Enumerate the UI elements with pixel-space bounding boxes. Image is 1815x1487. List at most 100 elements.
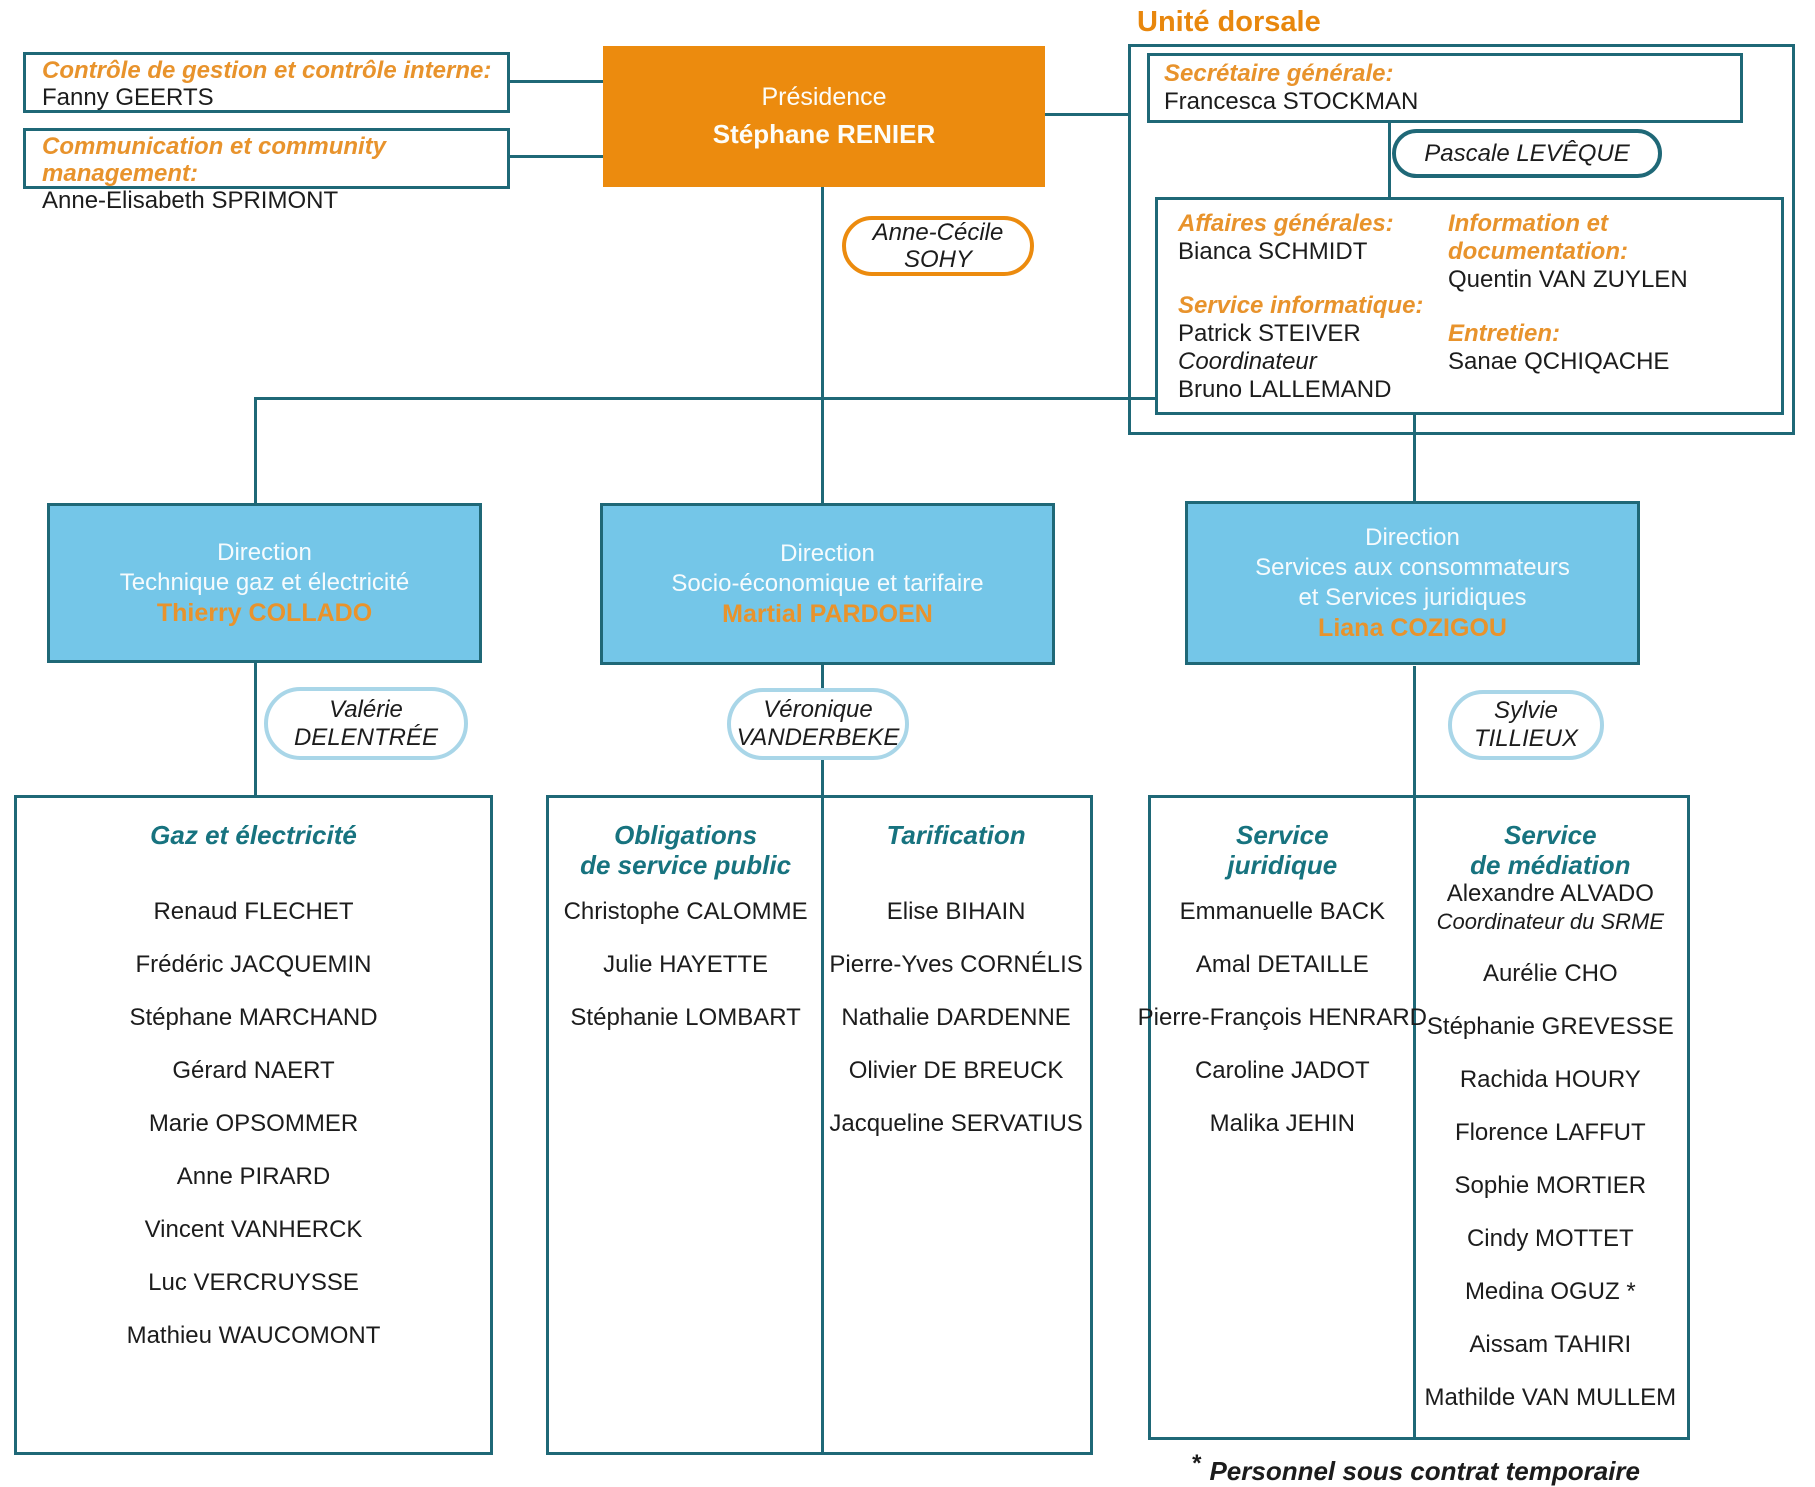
person-name: Pierre-François HENRARD	[1137, 1004, 1428, 1031]
person-name: Caroline JADOT	[1194, 1057, 1370, 1084]
controle-gestion-box: Contrôle de gestion et contrôle interne:…	[23, 52, 510, 113]
member-list: Christophe CALOMME Julie HAYETTE Stéphanie…	[564, 898, 808, 1057]
person-name: Véronique	[763, 696, 873, 723]
services-column-right: Information et documentation: Quentin VA…	[1448, 210, 1778, 412]
direction-1-assistant-pill: Valérie DELENTRÉE	[264, 687, 468, 760]
affaires-generales-title: Affaires générales:	[1178, 210, 1394, 237]
person-name: Julie HAYETTE	[603, 951, 769, 978]
team-box-gaz-electricite: Gaz et électricité Renaud FLECHET Frédéri…	[14, 795, 493, 1455]
presidence-title: Présidence	[761, 83, 887, 111]
person-name: Aissam TAHIRI	[1469, 1331, 1632, 1358]
person-name: Frédéric JACQUEMIN	[135, 951, 372, 978]
team-header: Tarification	[887, 820, 1026, 898]
connector-line	[254, 663, 257, 795]
person-name: Anne-Cécile	[872, 219, 1004, 246]
footnote: * Personnel sous contrat temporaire	[1100, 1450, 1640, 1487]
entretien-section: Entretien: Sanae QCHIQACHE	[1448, 320, 1778, 376]
direction-label: et Services juridiques	[1298, 584, 1527, 611]
person-role: Coordinateur	[1178, 348, 1317, 375]
connector-line	[821, 187, 824, 400]
person-name: Bruno LALLEMAND	[1178, 376, 1392, 403]
person-name: Renaud FLECHET	[153, 898, 354, 925]
direction-2-assistant-pill: Véronique VANDERBEKE	[727, 688, 909, 760]
person-name: Florence LAFFUT	[1454, 1119, 1646, 1146]
footnote-text: Personnel sous contrat temporaire	[1209, 1456, 1640, 1486]
team-header-label: Obligations	[614, 820, 758, 850]
team-header: Service de médiation	[1470, 820, 1630, 880]
communication-title: Communication et community management:	[42, 133, 387, 187]
direction-technique-box: Direction Technique gaz et électricité T…	[47, 503, 482, 663]
person-name: Nathalie DARDENNE	[841, 1004, 1071, 1031]
person-name: Francesca STOCKMAN	[1164, 88, 1419, 115]
connector-line	[510, 80, 603, 83]
connector-line	[510, 155, 603, 158]
person-name: Jacqueline SERVATIUS	[829, 1110, 1083, 1137]
direction-label: Direction	[217, 539, 312, 566]
person-name: Luc VERCRUYSSE	[148, 1269, 359, 1296]
person-name: Pierre-Yves CORNÉLIS	[829, 951, 1083, 978]
connector-line	[1413, 397, 1416, 503]
person-name: Thierry COLLADO	[156, 599, 373, 627]
person-name: Martial PARDOEN	[722, 600, 933, 628]
entretien-title: Entretien:	[1448, 320, 1561, 347]
person-role: Coordinateur du SRME	[1436, 909, 1665, 934]
team-header-label: juridique	[1227, 850, 1338, 880]
service-informatique-section: Service informatique: Patrick STEIVER Co…	[1178, 292, 1448, 404]
person-name: DELENTRÉE	[293, 723, 439, 751]
footnote-asterisk: *	[1192, 1450, 1202, 1477]
unite-dorsale-title: Unité dorsale	[1137, 6, 1321, 38]
person-name: TILLIEUX	[1473, 725, 1579, 752]
person-name: VANDERBEKE	[736, 724, 900, 751]
secretaire-generale-box: Secrétaire générale: Francesca STOCKMAN	[1147, 53, 1743, 123]
person-name: Fanny GEERTS	[42, 84, 214, 111]
person-name: Elise BIHAIN	[886, 898, 1026, 925]
person-name: Liana COZIGOU	[1318, 614, 1507, 642]
person-name: Sylvie	[1493, 697, 1559, 724]
person-name: Christophe CALOMME	[563, 898, 808, 925]
person-name: Marie OPSOMMER	[148, 1110, 359, 1137]
person-name: Quentin VAN ZUYLEN	[1448, 266, 1688, 293]
person-name: SOHY	[903, 246, 972, 273]
person-name: Anne PIRARD	[176, 1163, 331, 1190]
direction-label: Direction	[1365, 524, 1460, 551]
person-name: Stéphane RENIER	[712, 119, 936, 149]
connector-line	[1045, 113, 1128, 116]
person-name: Stéphane MARCHAND	[129, 1004, 378, 1031]
direction-services-consommateurs-box: Direction Services aux consommateurs et …	[1185, 501, 1640, 665]
person-name: Stéphanie GREVESSE	[1426, 1013, 1674, 1040]
person-name: Sanae QCHIQACHE	[1448, 348, 1670, 375]
person-name: Valérie	[329, 695, 403, 723]
connector-line	[821, 397, 824, 505]
team-column: Gaz et électricité Renaud FLECHET Frédéri…	[17, 798, 490, 1452]
controle-gestion-title: Contrôle de gestion et contrôle interne:	[42, 57, 492, 84]
information-documentation-title: Information et documentation:	[1448, 210, 1628, 265]
connector-line	[1388, 121, 1391, 199]
direction-label: Technique gaz et électricité	[119, 569, 410, 596]
direction-label: Socio-économique et tarifaire	[671, 570, 984, 597]
unite-dorsale-services-box: Affaires générales: Bianca SCHMIDT Servi…	[1155, 197, 1784, 415]
team-header-label: Gaz et électricité	[150, 820, 357, 850]
person-name: Mathilde VAN MULLEM	[1424, 1384, 1677, 1411]
connector-line	[254, 397, 257, 505]
direction-3-assistant-pill: Sylvie TILLIEUX	[1448, 690, 1604, 760]
person-name: Mathieu WAUCOMONT	[126, 1322, 381, 1349]
team-header-label: Service	[1504, 820, 1597, 850]
direction-label: Direction	[780, 540, 875, 567]
service-informatique-title: Service informatique:	[1178, 292, 1424, 319]
person-name: Stéphanie LOMBART	[570, 1004, 801, 1031]
team-header-label: de médiation	[1470, 850, 1631, 880]
services-column-left: Affaires générales: Bianca SCHMIDT Servi…	[1178, 210, 1448, 412]
person-name: Sophie MORTIER	[1454, 1172, 1647, 1199]
affaires-generales-section: Affaires générales: Bianca SCHMIDT	[1178, 210, 1448, 266]
presidence-box: Présidence Stéphane RENIER	[603, 46, 1045, 187]
team-header: Service juridique	[1227, 820, 1337, 898]
person-name: Aurélie CHO	[1482, 960, 1618, 987]
connector-divider-line	[1413, 666, 1416, 1440]
secretaire-generale-title: Secrétaire générale:	[1164, 60, 1394, 87]
person-name: Patrick STEIVER	[1178, 320, 1361, 347]
